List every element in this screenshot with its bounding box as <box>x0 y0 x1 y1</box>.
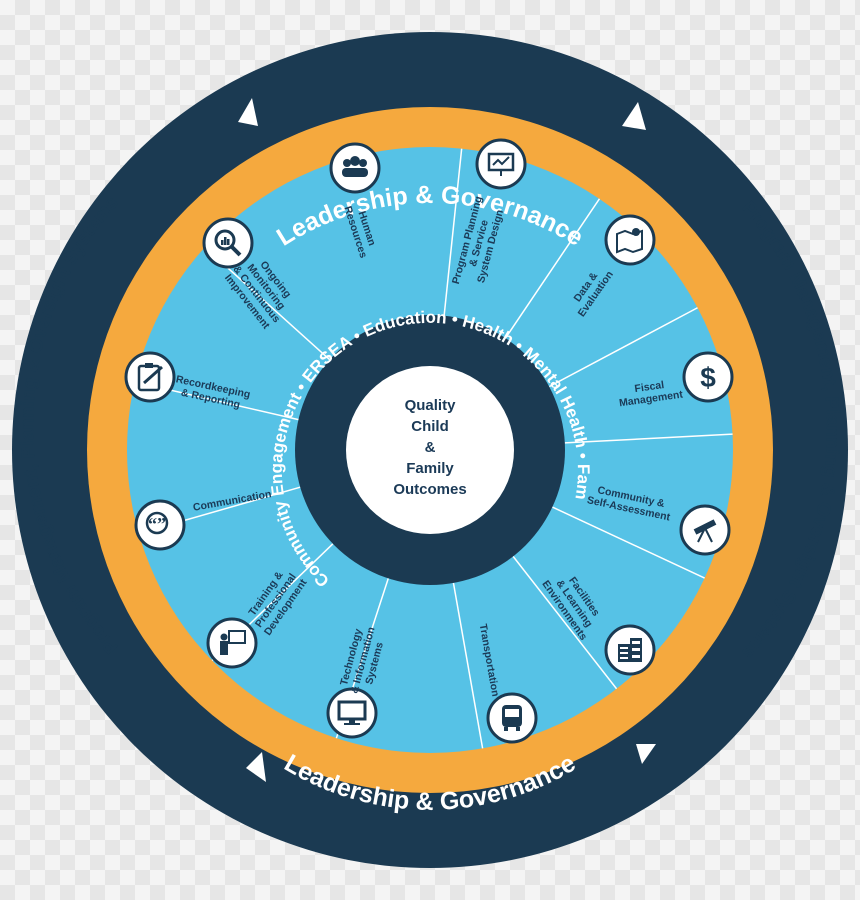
teacher-board-icon <box>206 617 258 669</box>
clipboard-pen-icon <box>124 351 176 403</box>
segment-divider <box>504 198 601 339</box>
segment-divider <box>552 506 705 579</box>
map-pin-icon <box>604 214 656 266</box>
magnifier-chart-icon <box>202 217 254 269</box>
presentation-chart-icon <box>475 138 527 190</box>
speech-bubbles-icon: “” <box>134 499 186 551</box>
people-group-icon <box>329 142 381 194</box>
center-disc <box>346 366 514 534</box>
monitor-icon <box>326 687 378 739</box>
segment-divider <box>452 582 484 749</box>
arrow-top-right-icon <box>622 102 646 130</box>
center-line-5: Outcomes <box>393 481 466 498</box>
center-outcome-text: Quality Child & Family Outcomes <box>393 397 466 498</box>
center-line-1: Quality <box>405 397 457 414</box>
icon-badge <box>604 214 656 266</box>
segment-divider <box>548 307 698 388</box>
building-icon <box>604 624 656 676</box>
center-line-2: Child <box>411 418 449 435</box>
center-line-3: & <box>425 439 436 456</box>
telescope-icon <box>679 504 731 556</box>
icon-badge <box>682 351 734 403</box>
icon-badge <box>326 687 378 739</box>
center-line-4: Family <box>406 460 454 477</box>
arrow-bottom-left-icon <box>246 752 266 782</box>
segment-divider <box>512 555 618 690</box>
svg-text:$: $ <box>700 362 716 393</box>
icon-badge <box>134 499 186 551</box>
arrow-bottom-right-icon <box>636 744 656 764</box>
segment-label-line: Fiscal <box>634 379 665 395</box>
segment-fiscal-management: $FiscalManagement <box>618 351 734 409</box>
segment-divider <box>564 433 733 444</box>
dollar-icon: $ <box>682 351 734 403</box>
arrow-top-left-icon <box>238 98 258 126</box>
svg-text:“”: “” <box>148 514 166 534</box>
bus-icon <box>486 692 538 744</box>
segment-divider <box>443 148 463 316</box>
